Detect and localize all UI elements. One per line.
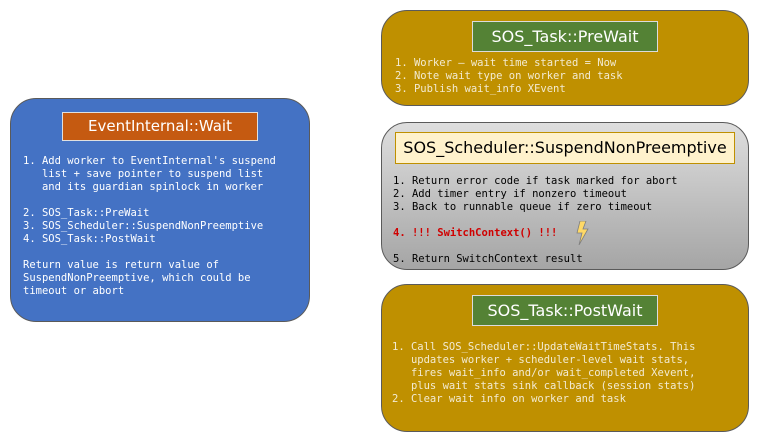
- step-line: updates worker + scheduler-level wait st…: [392, 354, 690, 366]
- postwait-title: SOS_Task::PostWait: [472, 295, 658, 326]
- step-line: 1. Return error code if task marked for …: [393, 175, 678, 187]
- step-line: 3. Back to runnable queue if zero timeou…: [393, 201, 653, 213]
- prewait-title: SOS_Task::PreWait: [472, 21, 658, 52]
- step-line: 2. Add timer entry if nonzero timeout: [393, 188, 627, 200]
- step-line: fires wait_info and/or wait_completed Xe…: [392, 367, 696, 379]
- suspend-nonpreemptive-box: SOS_Scheduler::SuspendNonPreemptive 1. R…: [381, 122, 749, 270]
- suspend-steps: 1. Return error code if task marked for …: [393, 175, 677, 266]
- switch-context-line: 4. !!! SwitchContext() !!!: [393, 227, 558, 239]
- step-line: 1. Call SOS_Scheduler::UpdateWaitTimeSta…: [392, 341, 696, 353]
- prewait-steps: 1. Worker – wait time started = Now 2. N…: [395, 57, 623, 96]
- step-line: plus wait stats sink callback (session s…: [392, 380, 696, 392]
- suspend-nonpreemptive-title: SOS_Scheduler::SuspendNonPreemptive: [395, 132, 735, 164]
- step-line: 1. Worker – wait time started = Now: [395, 57, 617, 69]
- step-line: and its guardian spinlock in worker: [23, 181, 264, 193]
- postwait-box: SOS_Task::PostWait 1. Call SOS_Scheduler…: [381, 284, 749, 432]
- step-line: 3. Publish wait_info XEvent: [395, 83, 566, 95]
- lightning-bolt-icon: [576, 221, 589, 245]
- return-note-line: SuspendNonPreemptive, which could be: [23, 272, 251, 284]
- step-line: list + save pointer to suspend list: [23, 168, 264, 180]
- return-note-line: timeout or abort: [23, 285, 125, 297]
- return-note-line: Return value is return value of: [23, 259, 219, 271]
- step-line: 2. SOS_Task::PreWait: [23, 207, 150, 219]
- step-line: 2. Note wait type on worker and task: [395, 70, 623, 82]
- postwait-steps: 1. Call SOS_Scheduler::UpdateWaitTimeSta…: [392, 341, 695, 406]
- event-internal-wait-steps: 1. Add worker to EventInternal's suspend…: [23, 155, 276, 298]
- event-internal-wait-title: EventInternal::Wait: [62, 112, 258, 141]
- event-internal-wait-box: EventInternal::Wait 1. Add worker to Eve…: [10, 98, 310, 322]
- step-line: 2. Clear wait info on worker and task: [392, 393, 626, 405]
- step-line: 3. SOS_Scheduler::SuspendNonPreemptive: [23, 220, 264, 232]
- step-line: 4. SOS_Task::PostWait: [23, 233, 156, 245]
- prewait-box: SOS_Task::PreWait 1. Worker – wait time …: [381, 10, 749, 106]
- step-line: 5. Return SwitchContext result: [393, 253, 583, 265]
- step-line: 1. Add worker to EventInternal's suspend: [23, 155, 276, 167]
